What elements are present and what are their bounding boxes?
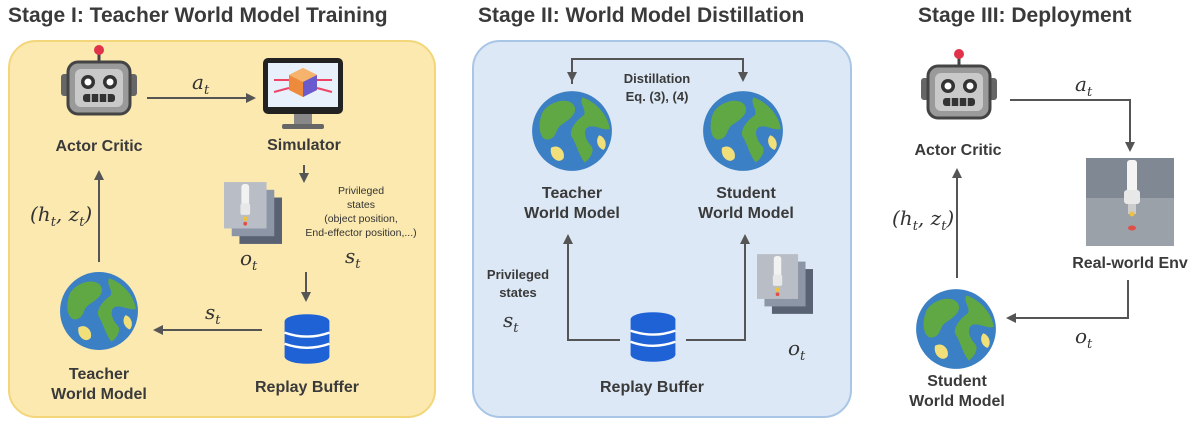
arrow-observation <box>1006 280 1129 323</box>
distillation-label: Distillation Eq. (3), (4) <box>623 71 691 104</box>
earth-icon <box>916 289 996 369</box>
teacher-world-model-label: Teacher World Model <box>51 366 147 403</box>
real-world-env-image <box>1086 158 1174 246</box>
action-symbol: at <box>192 70 210 98</box>
student-world-model-label: Student World Model <box>698 185 794 222</box>
privileged-states-label: Privileged states (object position, End-… <box>305 185 417 239</box>
database-icon <box>629 311 677 363</box>
latent-symbol: (ht, zt) <box>892 206 955 234</box>
real-world-env-label: Real-world Env <box>1072 255 1188 272</box>
stage2-title: Stage II: World Model Distillation <box>478 4 805 27</box>
arrow-to-student <box>686 234 750 341</box>
state-to-model-symbol: st <box>205 300 221 328</box>
monitor-icon <box>263 58 343 129</box>
state-symbol: st <box>345 244 361 272</box>
arrow-action <box>1010 99 1135 152</box>
robot-icon <box>919 48 999 120</box>
actor-critic-label: Actor Critic <box>914 142 1002 159</box>
observation-symbol: ot <box>1075 324 1093 352</box>
robot-arm-image <box>757 254 813 314</box>
earth-icon <box>60 272 138 350</box>
action-symbol: at <box>1075 72 1093 100</box>
observation-symbol: ot <box>788 336 806 364</box>
robot-arm-image <box>224 182 282 244</box>
actor-critic-label: Actor Critic <box>55 138 143 155</box>
simulator-label: Simulator <box>267 137 341 154</box>
earth-icon <box>703 91 783 171</box>
arrow-to-teacher <box>563 234 620 341</box>
latent-symbol: (ht, zt) <box>30 202 93 230</box>
replay-buffer-label: Replay Buffer <box>599 379 705 396</box>
privileged-states-label: Privileged states <box>486 267 550 300</box>
observation-symbol: ot <box>240 246 258 274</box>
earth-icon <box>532 91 612 171</box>
state-symbol: st <box>503 308 519 336</box>
stage1-title: Stage I: Teacher World Model Training <box>8 4 388 27</box>
stage3-title: Stage III: Deployment <box>918 4 1132 27</box>
robot-icon <box>59 44 139 116</box>
replay-buffer-label: Replay Buffer <box>254 379 360 396</box>
database-icon <box>283 313 331 365</box>
student-world-model-label: Student World Model <box>909 373 1005 410</box>
teacher-world-model-label: Teacher World Model <box>524 185 620 222</box>
